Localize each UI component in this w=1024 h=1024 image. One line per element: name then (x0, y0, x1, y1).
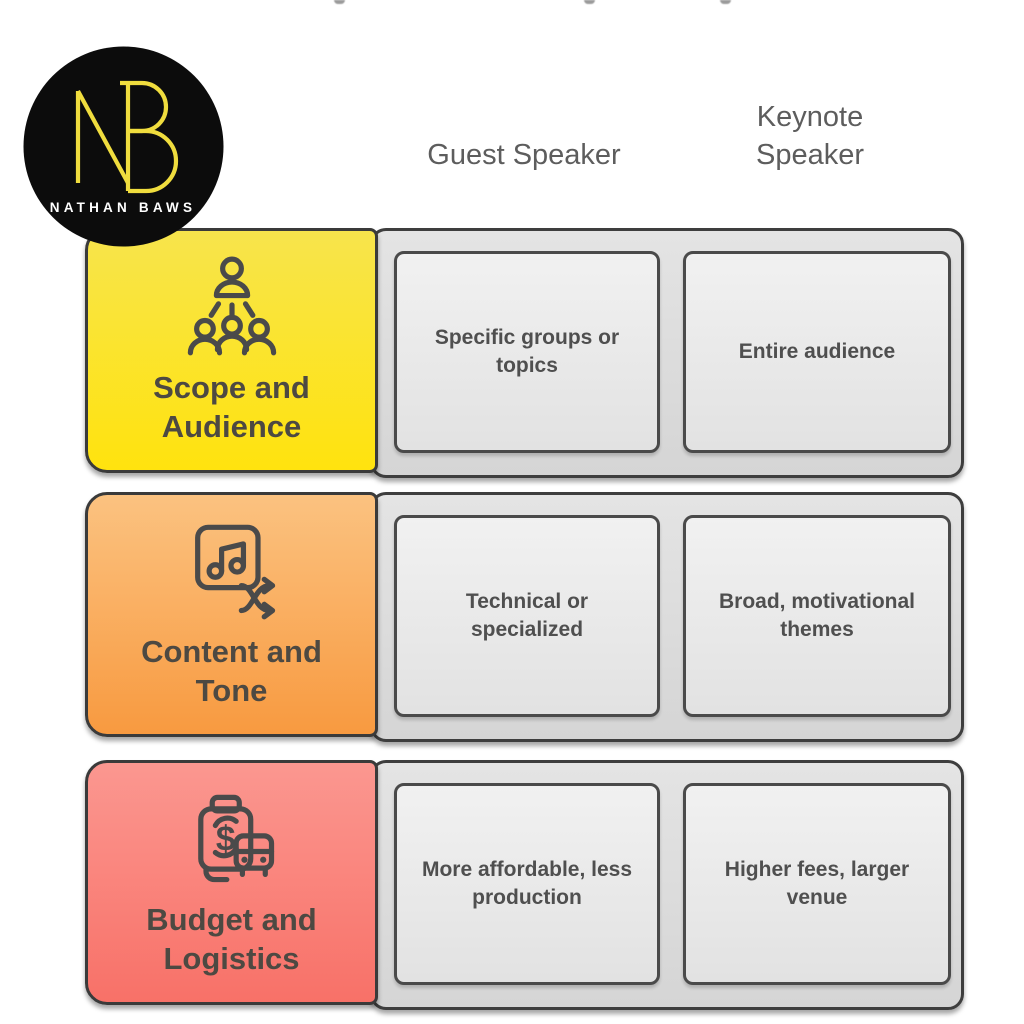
category-label: Scope and Audience (153, 369, 310, 444)
nb-monogram-icon (75, 80, 179, 194)
column-header-keynote-speaker: Keynote Speaker (755, 101, 864, 171)
cropped-text-fragment (334, 0, 345, 4)
cell-text: Technical or specialized (465, 590, 589, 641)
row-scope-and-audience: Specific groups or topics Entire audienc… (370, 228, 964, 478)
cell-guest-scope: Specific groups or topics (394, 251, 660, 453)
cell-text: Entire audience (738, 340, 896, 364)
cell-text: Higher fees, larger venue (724, 858, 910, 909)
cell-guest-content: Technical or specialized (394, 515, 660, 717)
presenter-audience-icon (187, 256, 276, 356)
cell-guest-budget: More affordable, less production (394, 783, 660, 985)
cropped-text-fragment (584, 0, 595, 4)
cell-keynote-budget: Higher fees, larger venue (683, 783, 951, 985)
logo-circle (23, 46, 224, 247)
money-bus-icon: $ (197, 794, 274, 882)
nathan-baws-logo: NATHAN BAWS (23, 46, 224, 247)
svg-text:$: $ (215, 819, 235, 858)
category-card-scope-and-audience: Scope and Audience (85, 228, 378, 473)
category-card-content-and-tone: Content and Tone (85, 492, 378, 737)
cell-text: Specific groups or topics (434, 326, 620, 377)
row-content-and-tone: Technical or specialized Broad, motivati… (370, 492, 964, 742)
category-label: Budget and Logistics (146, 901, 317, 976)
row-budget-and-logistics: More affordable, less production Higher … (370, 760, 964, 1010)
cell-text: More affordable, less production (421, 858, 633, 909)
cropped-text-fragment (720, 0, 731, 4)
cell-keynote-content: Broad, motivational themes (683, 515, 951, 717)
logo-brand-text: NATHAN BAWS (50, 200, 196, 215)
category-card-budget-and-logistics: $ Budget and Logistics (85, 760, 378, 1005)
cell-keynote-scope: Entire audience (683, 251, 951, 453)
category-label: Content and Tone (141, 633, 322, 708)
music-shuffle-icon (194, 524, 275, 620)
column-header-guest-speaker: Guest Speaker (427, 139, 621, 171)
cell-text: Broad, motivational themes (718, 590, 916, 641)
